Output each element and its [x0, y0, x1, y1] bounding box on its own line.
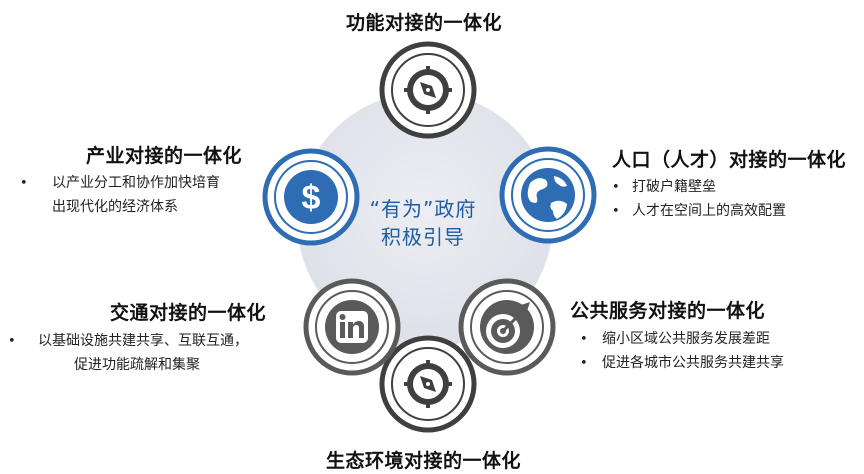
list-item: • 打破户籍壁垒	[612, 176, 842, 199]
node-upper-left-title: 产业对接的一体化	[86, 145, 243, 167]
globe-icon	[521, 168, 575, 222]
compass-icon	[404, 360, 452, 408]
linkedin-icon	[325, 300, 379, 354]
list-item: 出现代化的经济体系	[20, 196, 260, 219]
list-item: • 人才在空间上的高效配置	[612, 200, 842, 223]
bullet-text: 人才在空间上的高效配置	[632, 203, 786, 219]
list-item: • 促进各城市公共服务共建共享	[580, 352, 840, 375]
dollar-icon: $	[284, 170, 338, 224]
node-lower-right-title: 公共服务对接的一体化	[570, 300, 766, 322]
node-bottom-title: 生态环境对接的一体化	[326, 450, 522, 472]
bullet-text: 促进功能疏解和集聚	[74, 357, 200, 373]
list-item: • 缩小区域公共服务发展差距	[580, 328, 840, 351]
bullet-text: 促进各城市公共服务共建共享	[602, 355, 784, 371]
node-upper-left: $	[262, 148, 360, 246]
node-lower-left-title: 交通对接的一体化	[110, 302, 267, 324]
bullet-text: 缩小区域公共服务发展差距	[602, 331, 770, 347]
bullet-dot: •	[580, 356, 588, 371]
node-lower-left	[303, 278, 401, 376]
center-line-1: “有为”政府	[369, 197, 477, 221]
bullet-dot: •	[20, 176, 28, 191]
center-label: “有为”政府 积极引导	[358, 195, 488, 251]
node-upper-right-title: 人口（人才）对接的一体化	[612, 149, 847, 171]
node-upper-right	[499, 146, 597, 244]
bullet-dot: •	[612, 204, 620, 219]
bullet-text: 出现代化的经济体系	[52, 199, 178, 215]
node-lower-right	[458, 278, 556, 376]
list-item: • 以产业分工和协作加快培育	[20, 172, 260, 195]
node-top	[379, 41, 477, 139]
bullet-text: 打破户籍壁垒	[632, 179, 716, 195]
compass-icon	[404, 66, 452, 114]
center-line-2: 积极引导	[381, 225, 465, 249]
node-top-title: 功能对接的一体化	[346, 12, 503, 34]
bullet-text: 以产业分工和协作加快培育	[52, 175, 220, 191]
bullet-dot: •	[612, 180, 620, 195]
list-item: • 以基础设施共建共享、互联互通，	[8, 330, 278, 353]
bullet-dot: •	[580, 332, 588, 347]
bullet-dot: •	[8, 334, 16, 349]
svg-text:$: $	[302, 179, 321, 217]
bullet-text: 以基础设施共建共享、互联互通，	[38, 333, 248, 349]
list-item: 促进功能疏解和集聚	[8, 354, 278, 377]
node-bottom	[379, 335, 477, 433]
target-icon	[480, 300, 534, 354]
